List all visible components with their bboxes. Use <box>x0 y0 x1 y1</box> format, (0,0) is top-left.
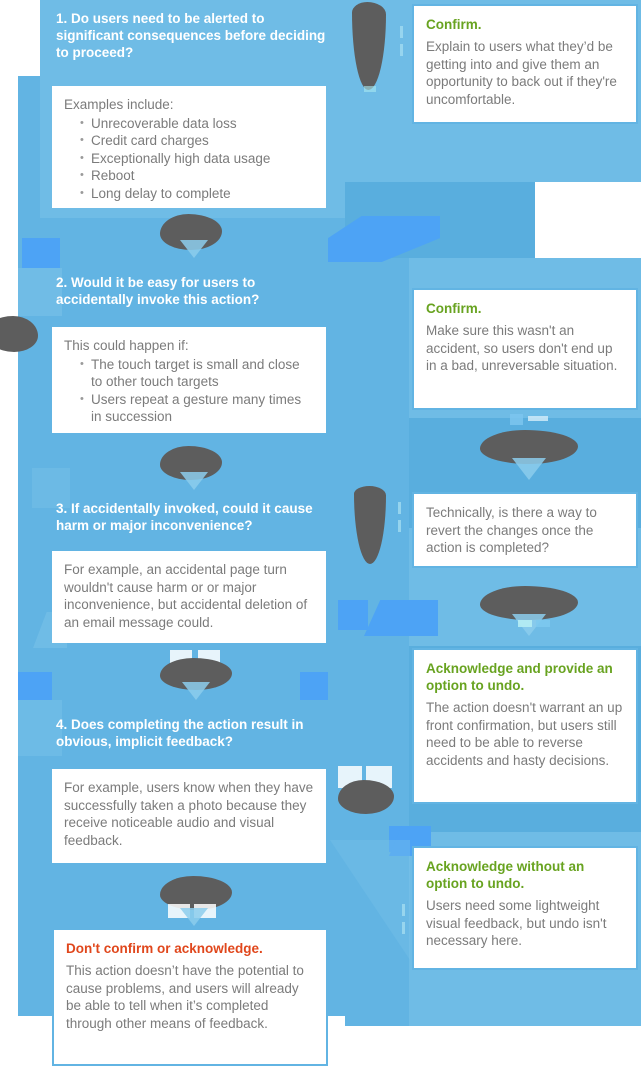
outcome-1-card: Confirm. Explain to users what they’d be… <box>412 4 638 124</box>
outcome-6-body: This action doesn’t have the potential t… <box>66 963 304 1031</box>
bg-accent-block-3 <box>300 672 328 700</box>
list-item: Long delay to complete <box>80 185 314 203</box>
outcome-4-body: The action doesn't warrant an up front c… <box>426 700 623 768</box>
outcome-2-heading: Confirm. <box>426 301 482 316</box>
question-1-lead-in: Examples include: <box>64 97 174 112</box>
question-2-bullet-list: The touch target is small and close to o… <box>64 356 314 426</box>
outcome-2-card: Confirm. Make sure this wasn't an accide… <box>412 288 638 410</box>
arrow-down-icon <box>180 472 208 490</box>
bg-panel-mid-bridge-1 <box>345 258 409 1026</box>
connector-q4-no <box>152 872 242 936</box>
question-4-title: 4. Does completing the action result in … <box>56 717 304 749</box>
connector-q1-yes <box>346 2 396 106</box>
outcome-4-heading: Acknowledge and provide an option to und… <box>426 661 613 693</box>
arrow-down-icon <box>512 458 546 480</box>
list-item: Exceptionally high data usage <box>80 150 314 168</box>
arrow-down-icon <box>180 240 208 258</box>
connector-o3-yes <box>466 578 592 652</box>
connector-q4-yes <box>336 766 402 828</box>
outcome-5-dash-icon <box>402 904 405 916</box>
question-4-example-card: For example, users know when they have s… <box>52 769 326 863</box>
question-1: 1. Do users need to be alerted to signif… <box>56 10 326 68</box>
bg-accent-block-2 <box>18 672 52 700</box>
question-3-example-card: For example, an accidental page turn wou… <box>52 551 326 643</box>
outcome-2-body: Make sure this wasn't an accident, so us… <box>426 323 618 373</box>
question-4: 4. Does completing the action result in … <box>56 716 332 757</box>
question-3-title: 3. If accidentally invoked, could it cau… <box>56 501 313 533</box>
list-item: The touch target is small and close to o… <box>80 356 314 391</box>
connector-q2-no <box>152 442 238 502</box>
question-2-lead-in: This could happen if: <box>64 338 189 353</box>
question-2: 2. Would it be easy for users to acciden… <box>56 274 326 315</box>
outcome-3-card: Technically, is there a way to revert th… <box>412 492 638 568</box>
connector-q3-no <box>152 648 242 710</box>
question-1-title: 1. Do users need to be alerted to signif… <box>56 11 326 60</box>
outcome-5-card: Acknowledge without an option to undo. U… <box>412 846 638 970</box>
connector-q3-dash2-icon <box>398 520 401 532</box>
list-item: Unrecoverable data loss <box>80 115 314 133</box>
outcome-4-card: Acknowledge and provide an option to und… <box>412 648 638 804</box>
outcome-5-dash2-icon <box>402 922 405 934</box>
arrow-down-icon <box>180 908 208 926</box>
bg-accent-block-1 <box>22 238 60 268</box>
bg-accent-block-4 <box>338 600 368 630</box>
outcome-1-heading: Confirm. <box>426 17 482 32</box>
question-1-bullet-list: Unrecoverable data loss Credit card char… <box>64 115 314 203</box>
redacted-label-icon <box>338 780 394 814</box>
question-2-title: 2. Would it be easy for users to acciden… <box>56 275 260 307</box>
outcome-3-body: Technically, is there a way to revert th… <box>426 505 597 555</box>
connector-spark-icon <box>518 620 532 627</box>
outcome-1-body: Explain to users what they’d be getting … <box>426 39 617 107</box>
connector-q3-yes <box>350 486 396 576</box>
question-2-examples-card: This could happen if: The touch target i… <box>52 327 326 433</box>
connector-q1-dash-icon <box>400 26 403 38</box>
question-1-examples-card: Examples include: Unrecoverable data los… <box>52 86 326 208</box>
outcome-6-card: Don't confirm or acknowledge. This actio… <box>52 928 328 1066</box>
connector-q1-dash2-icon <box>400 44 403 56</box>
connector-spark2-icon <box>536 620 550 627</box>
question-4-body: For example, users know when they have s… <box>64 780 314 848</box>
outcome-6-heading: Don't confirm or acknowledge. <box>66 941 263 956</box>
outcome-5-heading: Acknowledge without an option to undo. <box>426 859 585 891</box>
connector-o2-down <box>466 410 592 486</box>
question-3: 3. If accidentally invoked, could it cau… <box>56 500 332 541</box>
outcome-5-body: Users need some lightweight visual feedb… <box>426 898 607 948</box>
connector-spark-icon <box>510 414 523 425</box>
question-3-body: For example, an accidental page turn wou… <box>64 562 308 630</box>
bg-step-left-3 <box>32 468 70 508</box>
bg-step-left-2 <box>18 700 62 756</box>
list-item: Credit card charges <box>80 132 314 150</box>
connector-q2-yes <box>0 312 46 358</box>
connector-q3-dash-icon <box>398 502 401 514</box>
redacted-label-icon <box>354 486 386 564</box>
connector-spark2-icon <box>528 416 548 421</box>
list-item: Users repeat a gesture many times in suc… <box>80 391 314 426</box>
list-item: Reboot <box>80 167 314 185</box>
bg-step-left-1 <box>18 268 62 316</box>
arrow-tip-icon <box>364 86 376 92</box>
arrow-down-icon <box>182 682 210 700</box>
redacted-label-icon <box>352 2 386 90</box>
redacted-label-icon <box>0 316 38 352</box>
connector-q1-no <box>152 208 238 270</box>
